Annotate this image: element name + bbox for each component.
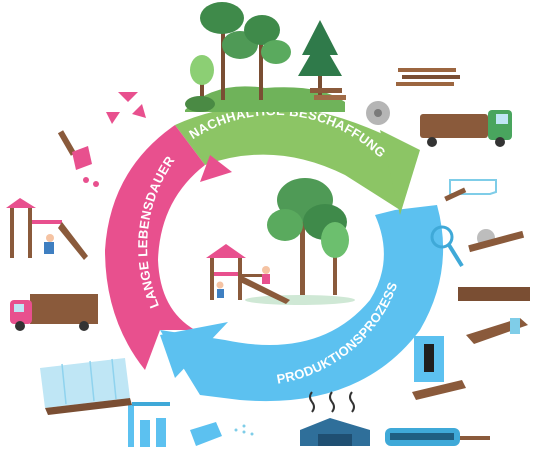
beam-icon bbox=[466, 318, 528, 344]
arrow-head-blue bbox=[160, 322, 228, 378]
lumber-icon bbox=[444, 179, 497, 202]
timber-truck-icon bbox=[420, 110, 512, 147]
spray-gun-icon bbox=[190, 422, 254, 446]
log-pile-icon bbox=[396, 68, 460, 86]
cycle-ring: NACHHALTIGE BESCHAFFUNG PRODUKTIONSPROZE… bbox=[105, 103, 444, 402]
conveyor-icon bbox=[385, 428, 490, 446]
tank-icon bbox=[128, 402, 170, 447]
delivery-truck-icon bbox=[10, 294, 98, 331]
factory-icon bbox=[300, 391, 370, 446]
segment-lifetime-arc bbox=[105, 125, 205, 370]
press-machine-icon bbox=[412, 336, 466, 400]
wood-plank-icon bbox=[458, 287, 530, 301]
segment-sourcing-arc bbox=[175, 105, 410, 210]
forest-icon bbox=[185, 2, 346, 112]
arrow-head-green bbox=[380, 130, 420, 215]
paint-brush-icon bbox=[57, 130, 99, 187]
magnifier-icon bbox=[430, 225, 464, 268]
saw-blade-icon bbox=[366, 101, 390, 125]
center-playground-illustration bbox=[206, 178, 355, 305]
arrow-head-pink bbox=[200, 155, 232, 182]
segment-production-arc bbox=[160, 205, 444, 402]
playground-icon bbox=[6, 198, 88, 260]
recycle-icon bbox=[106, 92, 146, 124]
circular-saw-icon bbox=[468, 229, 525, 253]
wrapped-pallet-icon bbox=[40, 358, 132, 415]
